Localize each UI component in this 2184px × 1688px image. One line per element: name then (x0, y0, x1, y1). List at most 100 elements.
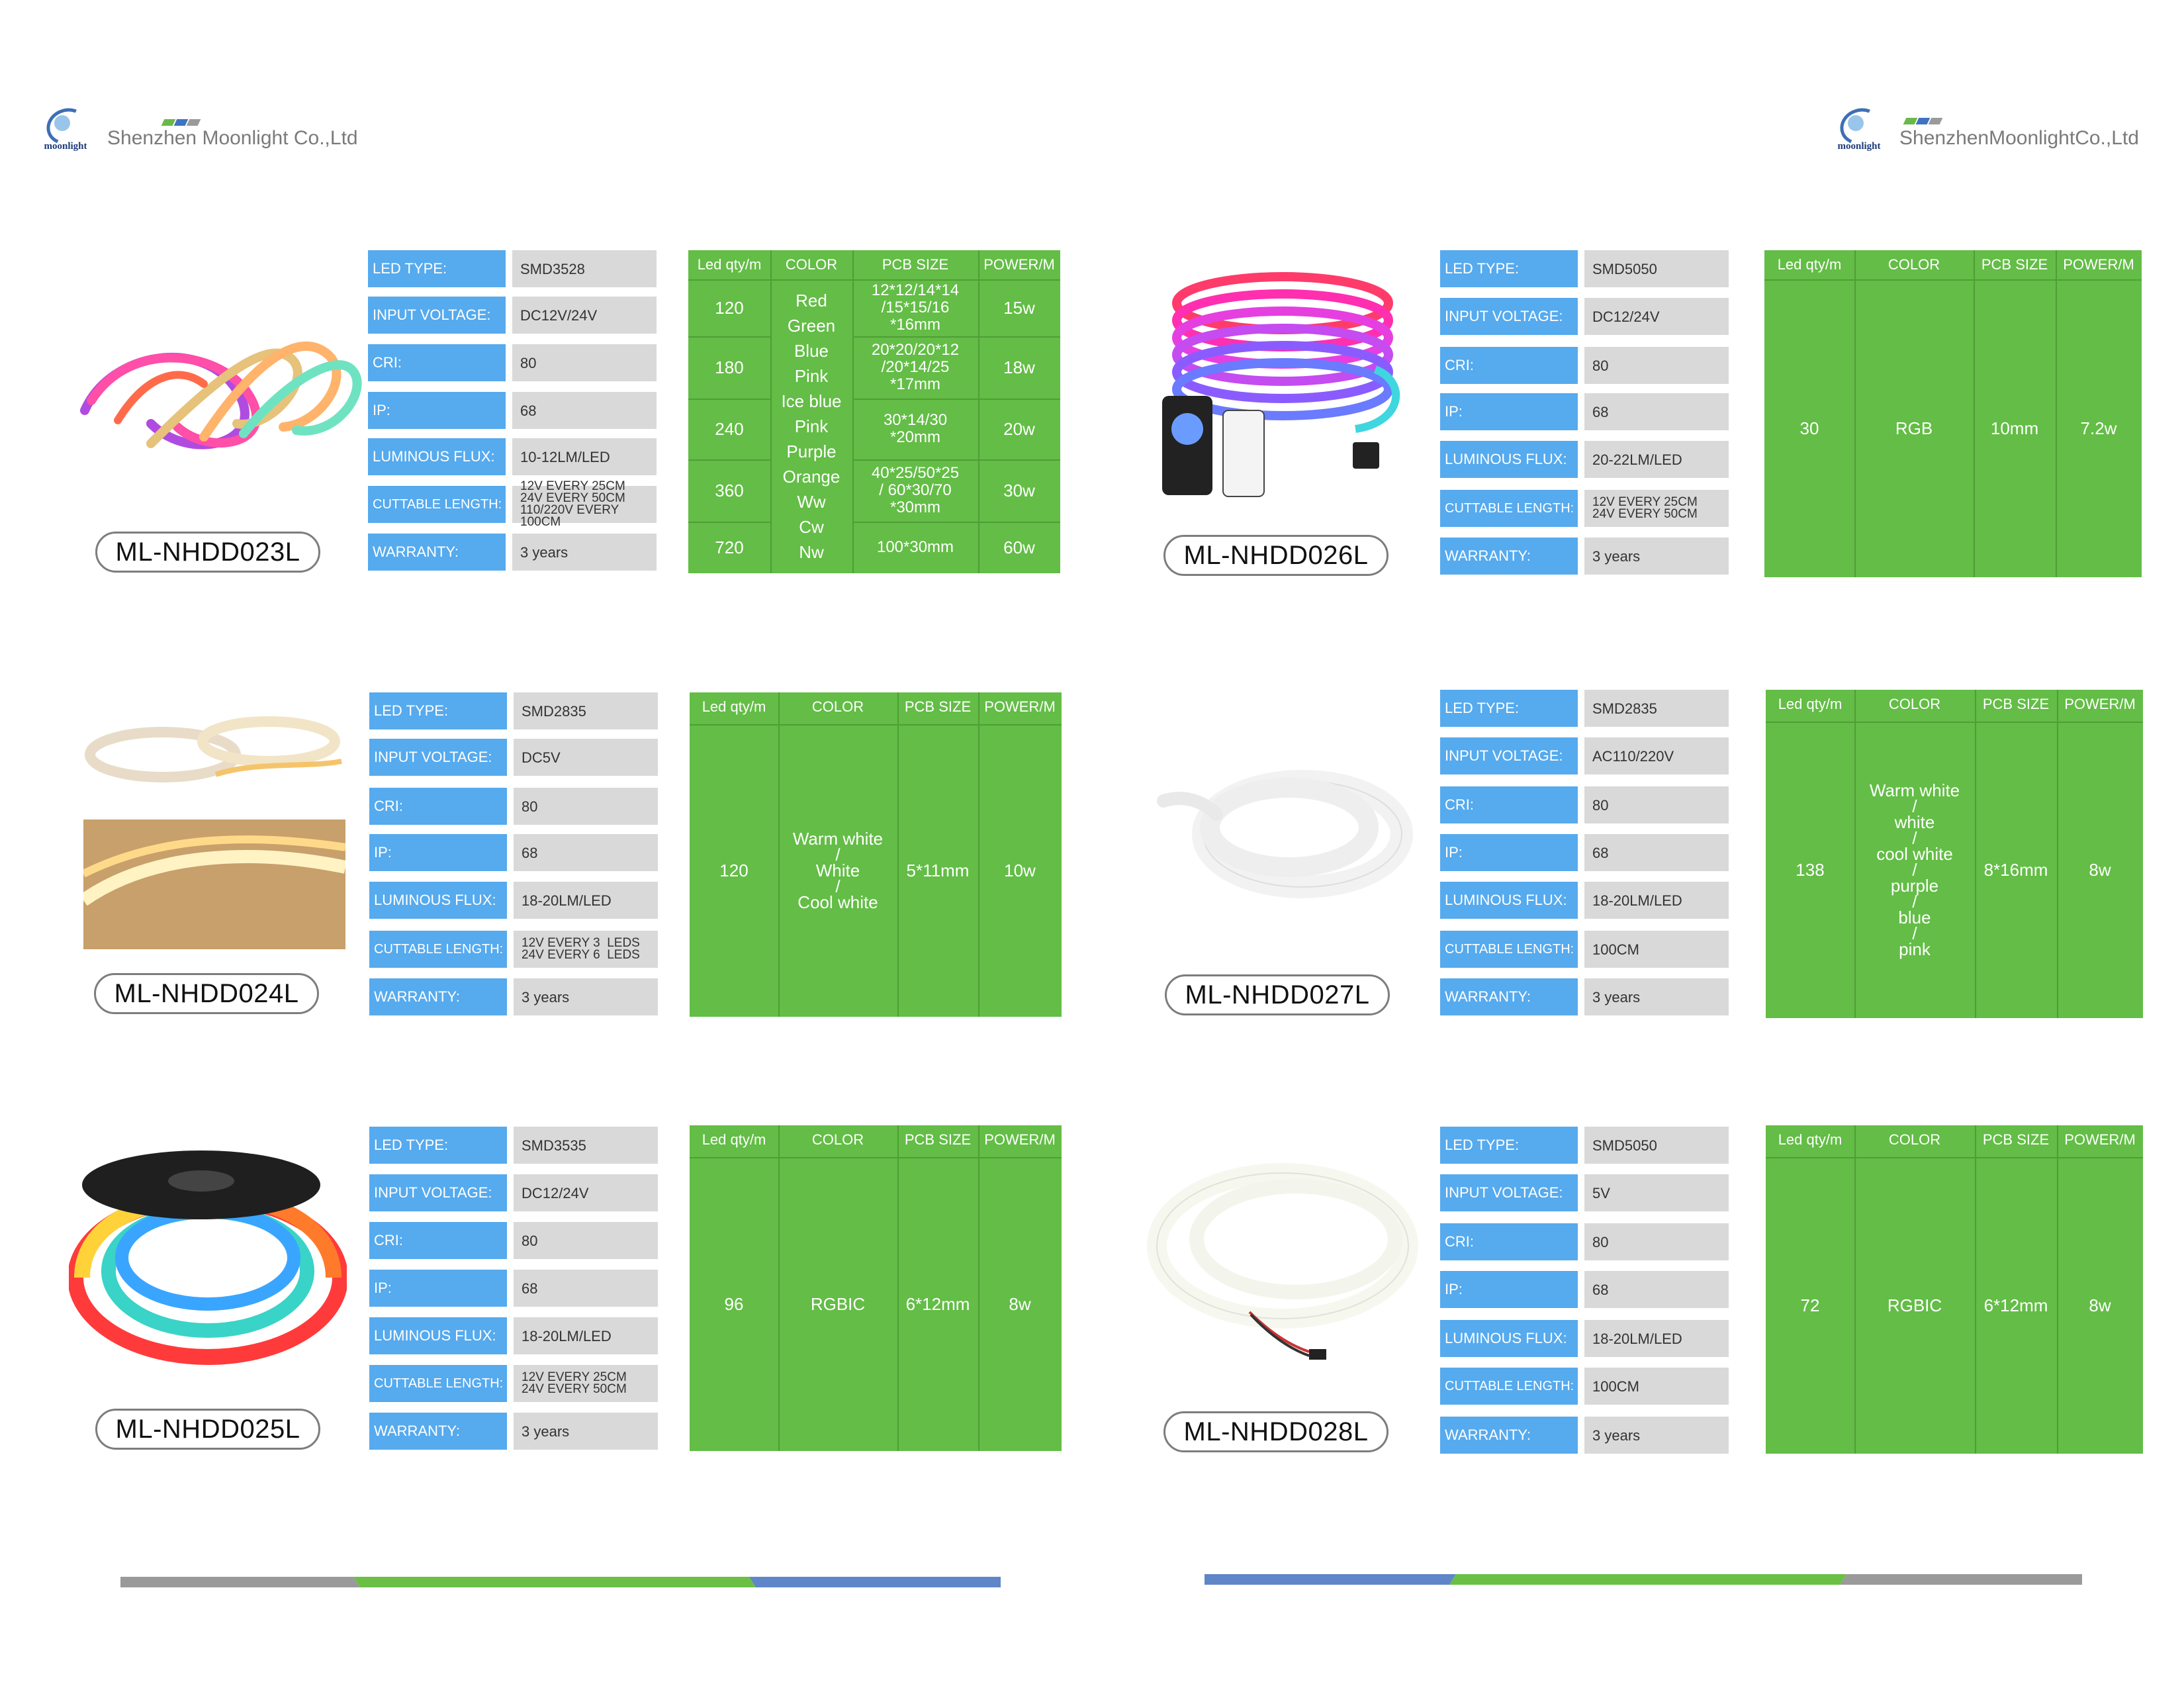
spec-value: SMD5050 (1584, 250, 1729, 287)
spec-grid: Led qty/m COLOR PCB SIZE POWER/M 138 War… (1766, 690, 2143, 1018)
led-qty-cell: 240 (715, 419, 744, 439)
spec-label: INPUT VOLTAGE: (1440, 298, 1578, 335)
header-led-qty: Led qty/m (1778, 1131, 1843, 1148)
spec-label: LUMINOUS FLUX: (1440, 441, 1578, 478)
header-pcb-size: PCB SIZE (1982, 696, 2050, 712)
cut-line: 24V EVERY 6 LEDS (522, 948, 640, 962)
color-item: Cool white (797, 892, 878, 912)
company-name: Shenzhen Moonlight Co.,Ltd (107, 127, 358, 149)
logo-text: moonlight (1837, 141, 1881, 152)
spec-label: WARRANTY: (1440, 1417, 1578, 1454)
spec-label: CRI: (1440, 1223, 1578, 1260)
led-qty-cell: 138 (1796, 860, 1825, 880)
led-qty-cell: 72 (1800, 1295, 1820, 1315)
color-item: Warm white (1869, 780, 1960, 800)
spec-value: 68 (512, 392, 657, 429)
header-led-qty: Led qty/m (702, 1131, 766, 1148)
spec-label: LED TYPE: (369, 692, 507, 729)
spec-value: 3 years (1584, 538, 1729, 575)
color-item: cool white (1876, 844, 1953, 864)
spec-value: 100CM (1584, 931, 1729, 968)
spec-value: 80 (512, 344, 657, 381)
color-item: Pink (794, 416, 829, 436)
spec-label: LUMINOUS FLUX: (369, 882, 507, 919)
pcb-size-cell: 6*12mm (905, 1294, 970, 1314)
moonlight-logo: moonlight (37, 103, 94, 152)
pcb-line: *20mm (889, 428, 941, 446)
power-cell: 10w (1004, 861, 1036, 880)
led-qty-cell: 96 (724, 1294, 744, 1314)
header-pcb-size: PCB SIZE (1981, 256, 2048, 273)
header-led-qty: Led qty/m (1777, 256, 1842, 273)
color-item: Nw (799, 542, 824, 562)
color-sep: / (1912, 923, 1917, 943)
model-badge: ML-NHDD027L (1165, 974, 1390, 1015)
led-qty-cell: 120 (715, 298, 744, 318)
spec-label: IP: (1440, 1271, 1578, 1308)
spec-value: AC110/220V (1584, 737, 1729, 774)
model-badge: ML-NHDD025L (95, 1409, 320, 1450)
color-item: Cw (799, 517, 824, 537)
rgbic-neon-reel-icon (69, 1150, 347, 1365)
header-led-qty: Led qty/m (697, 256, 762, 273)
spec-label: IP: (369, 834, 507, 871)
color-sep: / (1912, 796, 1917, 816)
footer-bar-left (120, 1577, 1001, 1587)
spec-value: 3 years (514, 1413, 658, 1450)
pcb-line: /20*14/25 (881, 358, 950, 376)
color-list: Warm white / White / Cool white (778, 724, 897, 1017)
pcb-size-cell: 40*25/50*25/ 60*30/70*30mm (852, 459, 978, 522)
spec-value: 68 (514, 834, 658, 871)
header-pcb-size: PCB SIZE (882, 256, 949, 273)
spec-grid: Led qty/m COLOR PCB SIZE POWER/M 30 RGB … (1764, 250, 2142, 577)
spec-label: WARRANTY: (1440, 538, 1578, 575)
header-led-qty: Led qty/m (1778, 696, 1843, 712)
spec-value: 100CM (1584, 1368, 1729, 1405)
cut-line: 12V EVERY 25CM (520, 479, 625, 493)
brand-stripes (1903, 118, 1943, 124)
spec-value: 18-20LM/LED (514, 882, 658, 919)
header-power: POWER/M (984, 1131, 1056, 1148)
pcb-size-cell: 100*30mm (852, 522, 978, 573)
spec-label: CRI: (369, 788, 507, 825)
color-item: Blue (794, 341, 829, 361)
color-item: Ww (797, 492, 826, 512)
header-pcb-size: PCB SIZE (904, 1131, 972, 1148)
pcb-size-cell: 8*16mm (1983, 860, 2048, 880)
header-led-qty: Led qty/m (702, 698, 766, 715)
color-item: Warm white (792, 829, 884, 849)
header-power: POWER/M (984, 698, 1056, 715)
cut-line: 12V EVERY 25CM (522, 1370, 627, 1384)
white-neon-loop-with-wire-icon (1147, 1163, 1418, 1360)
pcb-line: *17mm (889, 375, 941, 393)
white-neon-coil-icon (1157, 770, 1413, 898)
spec-value: SMD5050 (1584, 1127, 1729, 1164)
spec-value: 20-22LM/LED (1584, 441, 1729, 478)
spec-value: SMD3535 (514, 1127, 658, 1164)
pcb-line: 40*25/50*25 (871, 464, 960, 482)
color-item: Orange (782, 467, 841, 487)
led-qty-cell: 360 (715, 481, 744, 500)
model-badge: ML-NHDD024L (94, 973, 319, 1014)
spec-value: 68 (1584, 1271, 1729, 1308)
model-badge: ML-NHDD023L (95, 532, 320, 573)
pcb-size-cell: 5*11mm (906, 861, 970, 880)
pcb-line: *30mm (889, 498, 941, 516)
spec-value: 3 years (512, 534, 657, 571)
spec-value: 3 years (1584, 978, 1729, 1015)
cut-line: 24V EVERY 50CM (522, 1382, 627, 1396)
pcb-size-cell: 6*12mm (1983, 1295, 2048, 1315)
spec-value: 18-20LM/LED (514, 1317, 658, 1354)
brand-stripes (161, 119, 201, 126)
company-name: ShenzhenMoonlightCo.,Ltd (1899, 127, 2139, 149)
spec-value: SMD2835 (1584, 690, 1729, 727)
model-badge: ML-NHDD028L (1163, 1411, 1388, 1452)
color-item: Red (796, 291, 827, 310)
header-power: POWER/M (2064, 1131, 2136, 1148)
power-cell: 8w (1009, 1294, 1031, 1314)
spec-label: LUMINOUS FLUX: (368, 438, 506, 475)
spec-label: INPUT VOLTAGE: (369, 1174, 507, 1211)
spec-value: 3 years (514, 978, 658, 1015)
